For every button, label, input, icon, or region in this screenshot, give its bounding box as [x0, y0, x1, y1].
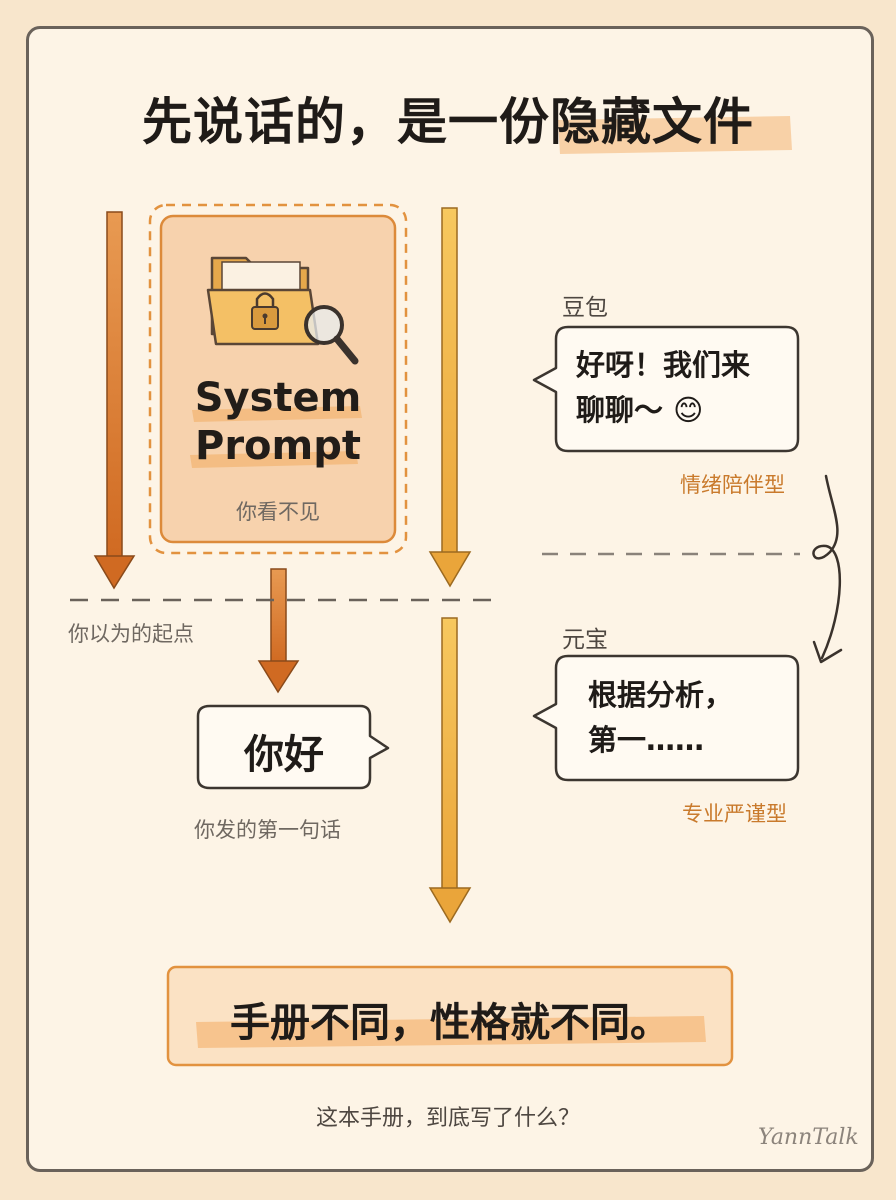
doubao-name: 豆包 [562, 295, 608, 321]
locked-folder-icon [206, 256, 320, 346]
loop-arrow [812, 474, 841, 660]
system-prompt-caption: 你看不见 [236, 500, 320, 524]
summary-highlight [196, 1016, 706, 1048]
user-message-caption: 你发的第一句话 [194, 818, 341, 842]
system-prompt-title-line1: System [194, 375, 362, 421]
title-highlight [558, 116, 792, 154]
yuanbao-reply-line2: 第一…… [588, 723, 705, 757]
loop-arrow-head [812, 640, 843, 664]
doubao-bubble-shape [532, 325, 800, 453]
start-label: 你以为的起点 [68, 622, 194, 646]
system-prompt-title-line2: Prompt [195, 423, 361, 469]
yuanbao-name: 元宝 [562, 627, 608, 653]
closing-question: 这本手册，到底写了什么？ [315, 1106, 580, 1131]
author-signature: YannTalk [758, 1125, 859, 1150]
arrow-left-to-start [93, 211, 136, 590]
hello-bubble-shape [196, 704, 390, 790]
arrow-system-to-summary [428, 617, 472, 924]
arrow-system-to-hello [257, 568, 300, 694]
doubao-reply-line1: 好呀！我们来 [576, 348, 751, 382]
user-message-text: 你好 [244, 732, 324, 778]
page-title: 先说话的，是一份隐藏文件 [142, 93, 754, 151]
doubao-reply-line2: 聊聊～ 😊 [576, 393, 704, 427]
magnifier-icon [304, 305, 359, 365]
yuanbao-bubble-shape [532, 654, 800, 782]
doubao-tag: 情绪陪伴型 [680, 473, 785, 497]
system-prompt-dashed-frame [148, 203, 408, 555]
smile-emoji-icon: 😊 [673, 393, 704, 427]
yuanbao-reply-line1: 根据分析， [588, 678, 734, 712]
system-prompt-title-highlight [190, 406, 362, 468]
arrow-system-top [428, 207, 472, 588]
summary-text: 手册不同，性格就不同。 [230, 1000, 670, 1046]
yuanbao-tag: 专业严谨型 [682, 802, 787, 826]
